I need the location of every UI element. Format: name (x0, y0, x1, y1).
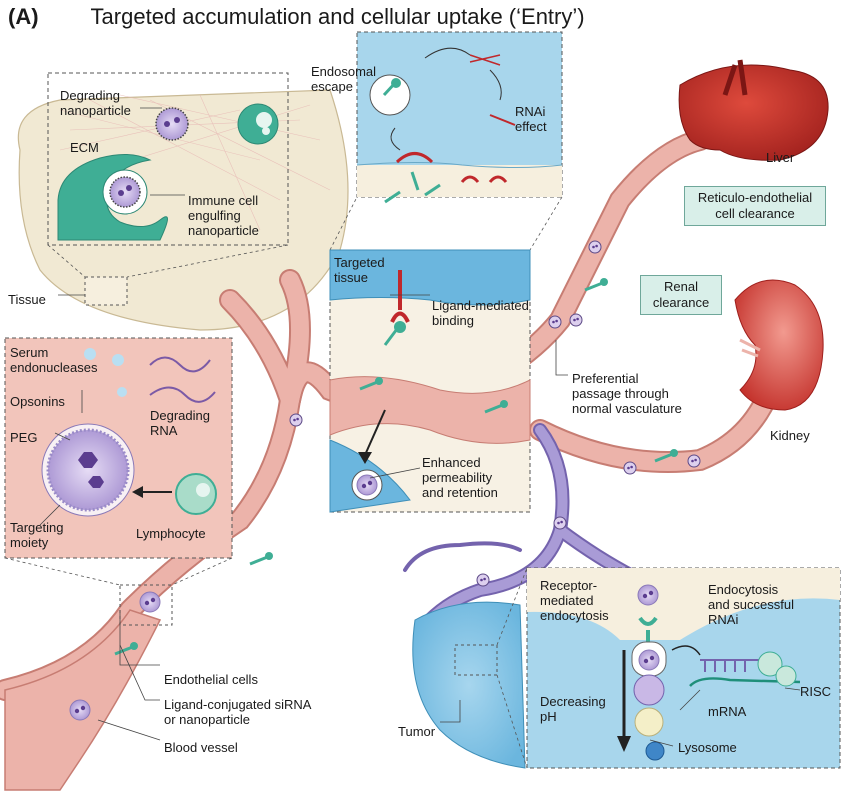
label-endothelial-cells: Endothelial cells (164, 672, 258, 687)
label-ligand-conjugated: Ligand-conjugated siRNA or nanoparticle (164, 697, 312, 727)
label-blood-vessel: Blood vessel (164, 740, 238, 755)
label-renal-clearance: Renal clearance (640, 275, 722, 315)
label-decreasing-ph: Decreasing pH (540, 694, 606, 724)
label-immune-cell: Immune cell engulfing nanoparticle (188, 193, 259, 238)
label-endocytosis-rnai: Endocytosis and successful RNAi (708, 582, 794, 627)
label-serum-endonucleases: Serum endonucleases (10, 345, 98, 375)
liver-organ (678, 59, 829, 161)
endosomal-inset (329, 31, 563, 251)
label-kidney: Kidney (770, 428, 810, 443)
label-receptor-endocytosis: Receptor- mediated endocytosis (540, 578, 609, 623)
label-peg: PEG (10, 430, 38, 445)
label-rnai-effect: RNAi effect (515, 104, 547, 134)
label-targeted-tissue: Targeted tissue (334, 255, 385, 285)
label-ligand-binding: Ligand-mediated binding (432, 298, 529, 328)
panel-letter: (A) (8, 4, 39, 29)
label-tumor: Tumor (398, 724, 436, 739)
label-enhanced-permeability: Enhanced permeability and retention (422, 455, 498, 500)
label-lysosome: Lysosome (678, 740, 737, 755)
label-liver: Liver (766, 150, 795, 165)
label-degrading-nanoparticle: Degrading nanoparticle (60, 88, 131, 118)
label-endosomal-escape: Endosomal escape (311, 64, 377, 94)
nanoparticle-inset (4, 337, 233, 626)
label-opsonins: Opsonins (10, 394, 65, 409)
tissue-inset-box (47, 72, 289, 306)
title-text: Targeted accumulation and cellular uptak… (90, 4, 585, 29)
label-reticulo-endothelial: Reticulo-endothelial cell clearance (684, 186, 826, 226)
label-degrading-rna: Degrading RNA (150, 408, 210, 438)
kidney-organ (734, 279, 824, 411)
tumor-cell-inset (526, 567, 841, 769)
targeted-tissue-inset (329, 249, 531, 513)
tumor-region (412, 567, 528, 769)
label-mrna: mRNA (708, 704, 747, 719)
label-lymphocyte: Lymphocyte (136, 526, 206, 541)
label-ecm: ECM (70, 140, 99, 155)
label-targeting-moiety: Targeting moiety (10, 520, 64, 550)
label-risc: RISC (800, 684, 832, 699)
leader-lines (39, 107, 801, 747)
label-tissue: Tissue (8, 292, 46, 307)
figure-title: (A) Targeted accumulation and cellular up… (8, 4, 585, 30)
label-preferential-passage: Preferential passage through normal vasc… (572, 371, 682, 416)
